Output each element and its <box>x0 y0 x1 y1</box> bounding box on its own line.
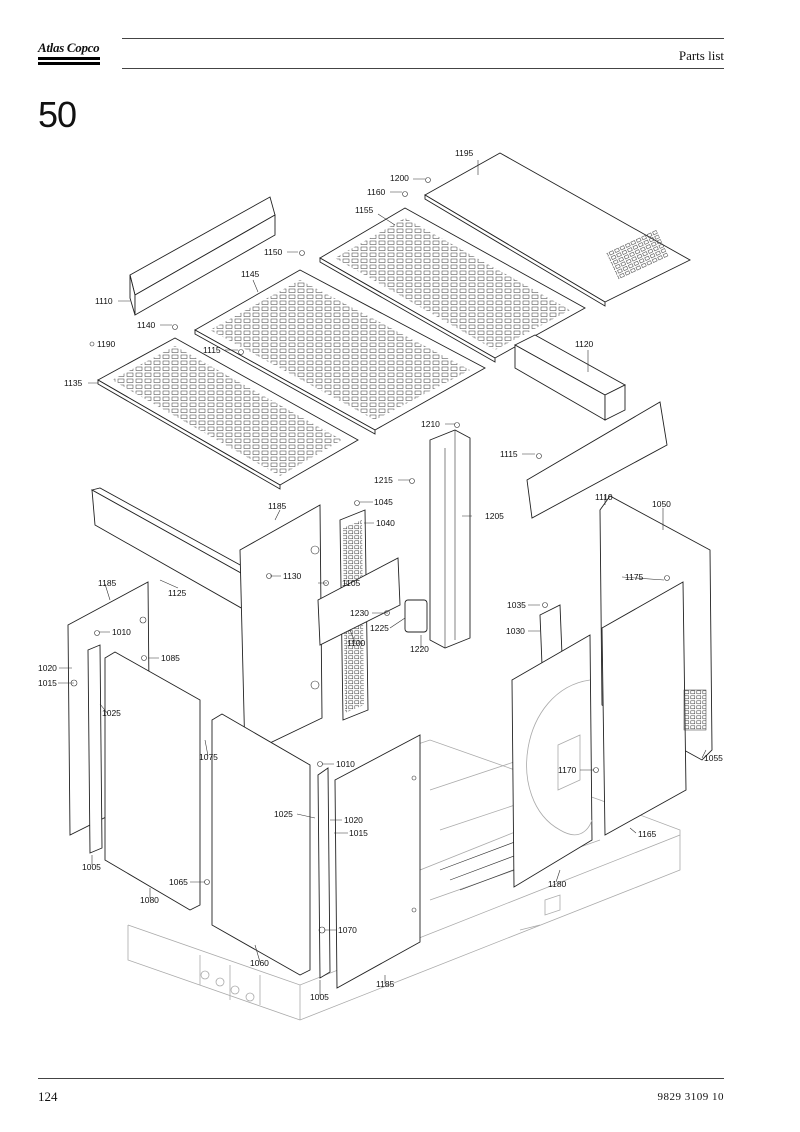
label-1200: 1200 <box>390 173 409 183</box>
label-1015: 1015 <box>349 828 368 838</box>
logo-bar <box>38 62 100 65</box>
part-1060-door <box>211 713 311 976</box>
label-1115: 1115 <box>203 345 221 355</box>
leader-lines <box>58 160 707 996</box>
label-1020: 1020 <box>38 663 57 673</box>
label-1215: 1215 <box>374 475 393 485</box>
label-1050: 1050 <box>652 499 671 509</box>
label-1080: 1080 <box>140 895 159 905</box>
label-1150: 1150 <box>264 247 283 257</box>
label-1120: 1120 <box>575 339 594 349</box>
label-1005: 1005 <box>310 992 329 1002</box>
document-number: 9829 3109 10 <box>657 1091 724 1103</box>
part-1005-upright <box>317 767 331 979</box>
label-1140: 1140 <box>137 320 156 330</box>
label-1085: 1085 <box>161 653 180 663</box>
part-1220-bracket <box>404 599 428 633</box>
part-1110-rear-bracket <box>129 196 276 316</box>
label-1020: 1020 <box>344 815 363 825</box>
part-1080-door <box>104 651 201 911</box>
label-1055: 1055 <box>704 753 723 763</box>
part-1165-door <box>601 581 707 836</box>
part-1180-door <box>511 634 593 888</box>
label-1035: 1035 <box>507 600 526 610</box>
label-1125: 1125 <box>168 588 187 598</box>
label-1130: 1130 <box>283 571 302 581</box>
label-1185: 1185 <box>98 578 117 588</box>
label-1230: 1230 <box>350 608 369 618</box>
label-1170: 1170 <box>558 765 577 775</box>
label-1030: 1030 <box>506 626 525 636</box>
part-1185-side-panel <box>239 504 323 756</box>
label-1005: 1005 <box>82 862 101 872</box>
label-1040: 1040 <box>376 518 395 528</box>
label-1075: 1075 <box>199 752 218 762</box>
label-1070: 1070 <box>338 925 357 935</box>
label-1045: 1045 <box>374 497 393 507</box>
label-1060: 1060 <box>250 958 269 968</box>
part-1185-front-door <box>334 734 421 989</box>
label-1025: 1025 <box>102 708 121 718</box>
part-1120-rail <box>514 334 626 421</box>
logo-bar <box>38 57 100 60</box>
label-1175: 1175 <box>625 572 644 582</box>
label-1190: 1190 <box>97 339 116 349</box>
label-1010: 1010 <box>112 627 131 637</box>
section-number: 50 <box>38 94 77 135</box>
header-rule-bottom <box>122 68 724 69</box>
label-1025: 1025 <box>274 809 293 819</box>
label-1225: 1225 <box>370 623 389 633</box>
label-1110: 1110 <box>95 296 113 306</box>
page-number: 124 <box>38 1089 58 1104</box>
part-labels: 1195 1200 1160 1155 1150 1145 1110 1140 … <box>38 148 723 1002</box>
part-1005-upright <box>87 644 103 854</box>
header-rule-top <box>122 38 724 39</box>
page-title: Parts list <box>678 48 724 63</box>
label-1210: 1210 <box>421 419 440 429</box>
label-1065: 1065 <box>169 877 188 887</box>
logo-wordmark: Atlas Copco <box>38 40 100 55</box>
part-1135-top-grille <box>97 337 359 490</box>
label-1100: 1100 <box>347 638 366 648</box>
footer-rule <box>38 1078 724 1079</box>
label-1160: 1160 <box>367 187 386 197</box>
label-1145: 1145 <box>241 269 260 279</box>
part-1100-cross-plate <box>317 557 401 646</box>
part-1205-column <box>429 429 471 649</box>
part-1155-top-grille <box>319 207 586 363</box>
label-1185: 1185 <box>268 501 287 511</box>
label-1220: 1220 <box>410 644 429 654</box>
label-1165: 1165 <box>638 829 657 839</box>
label-1015: 1015 <box>38 678 57 688</box>
part-1145-top-grille <box>194 269 486 435</box>
label-1195: 1195 <box>455 148 474 158</box>
label-1180: 1180 <box>548 879 567 889</box>
label-1185: 1185 <box>376 979 395 989</box>
part-1195-roof-panel <box>424 152 691 307</box>
label-1135: 1135 <box>64 378 83 388</box>
label-1010: 1010 <box>336 759 355 769</box>
atlas-copco-logo: Atlas Copco <box>38 38 100 68</box>
fasteners <box>70 177 670 934</box>
label-1155: 1155 <box>355 205 374 215</box>
label-1115: 1115 <box>500 449 518 459</box>
part-1110-front-bracket <box>526 401 668 519</box>
label-1205: 1205 <box>485 511 504 521</box>
label-1110: 1110 <box>595 492 613 502</box>
label-1105: 1105 <box>342 578 361 588</box>
